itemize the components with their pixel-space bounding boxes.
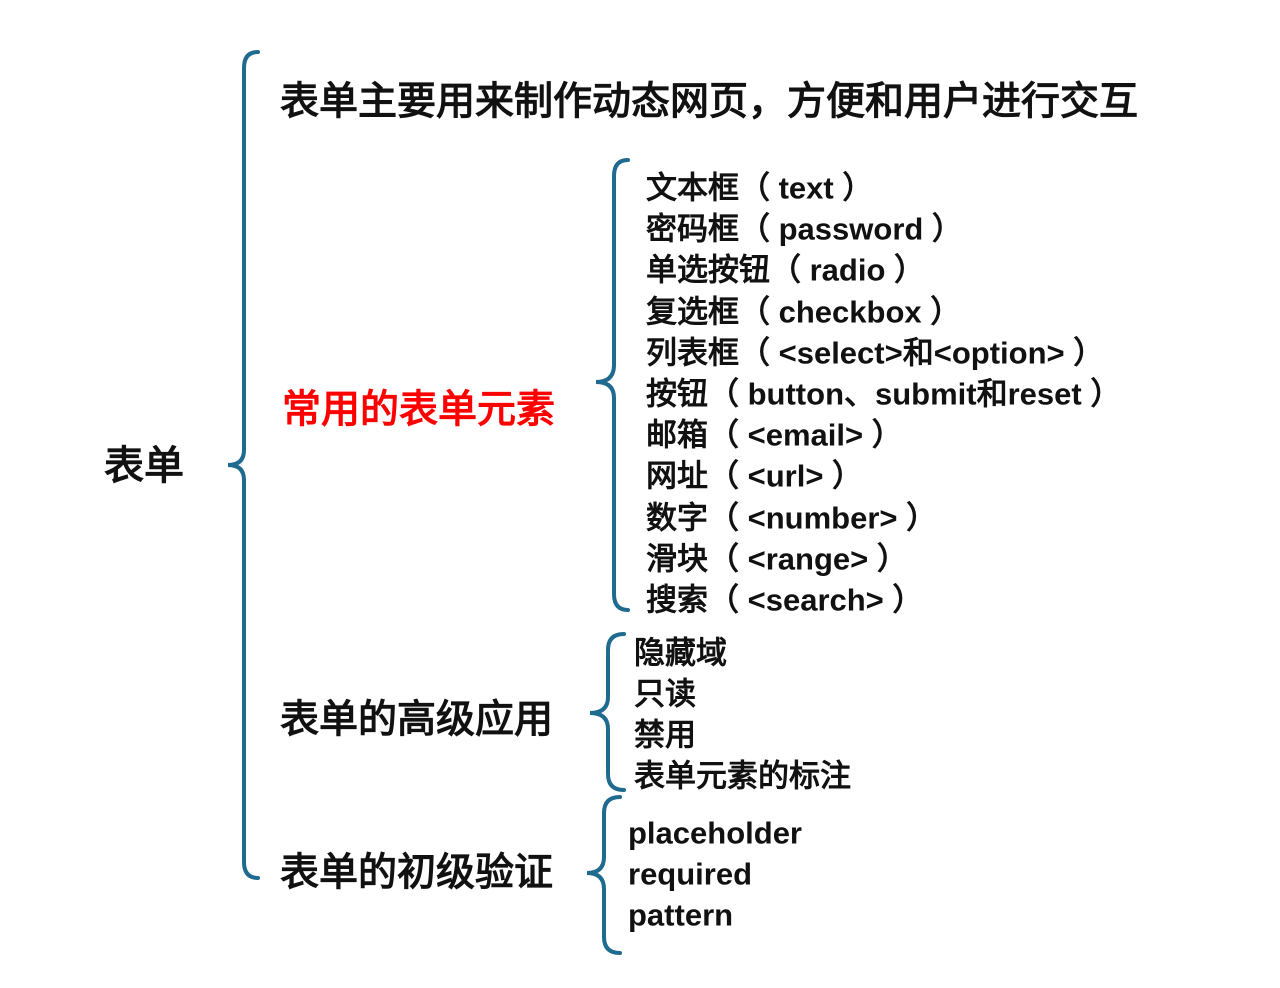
list-item: pattern [628, 897, 734, 933]
list-item: 网址（ <url> ） [646, 458, 864, 494]
elements-brace [595, 158, 630, 612]
list-item: 单选按钮（ radio ） [646, 252, 926, 288]
list-item: 文本框（ text ） [646, 170, 874, 206]
list-item: 复选框（ checkbox ） [646, 294, 962, 330]
root-label: 表单 [104, 444, 184, 488]
validation-brace [586, 795, 622, 955]
list-item: 表单元素的标注 [634, 758, 851, 794]
advanced-brace [589, 632, 626, 792]
list-item: 列表框（ <select>和<option> ） [646, 335, 1105, 371]
list-item: placeholder [628, 815, 802, 851]
branch-common-elements: 常用的表单元素 [282, 388, 556, 432]
list-item: 禁用 [634, 717, 696, 753]
list-item: 滑块（ <range> ） [646, 541, 908, 577]
branch-advanced: 表单的高级应用 [280, 698, 554, 742]
list-item: required [628, 856, 753, 892]
root-brace [227, 50, 260, 880]
list-item: 邮箱（ <email> ） [646, 417, 903, 453]
intro-text: 表单主要用来制作动态网页，方便和用户进行交互 [280, 80, 1139, 124]
list-item: 搜索（ <search> ） [646, 582, 924, 618]
list-item: 密码框（ password ） [646, 211, 963, 247]
branch-validation: 表单的初级验证 [280, 851, 554, 895]
list-item: 数字（ <number> ） [646, 500, 938, 536]
list-item: 隐藏域 [634, 635, 727, 671]
list-item: 只读 [634, 676, 696, 712]
list-item: 按钮（ button、submit和reset ） [646, 376, 1122, 412]
